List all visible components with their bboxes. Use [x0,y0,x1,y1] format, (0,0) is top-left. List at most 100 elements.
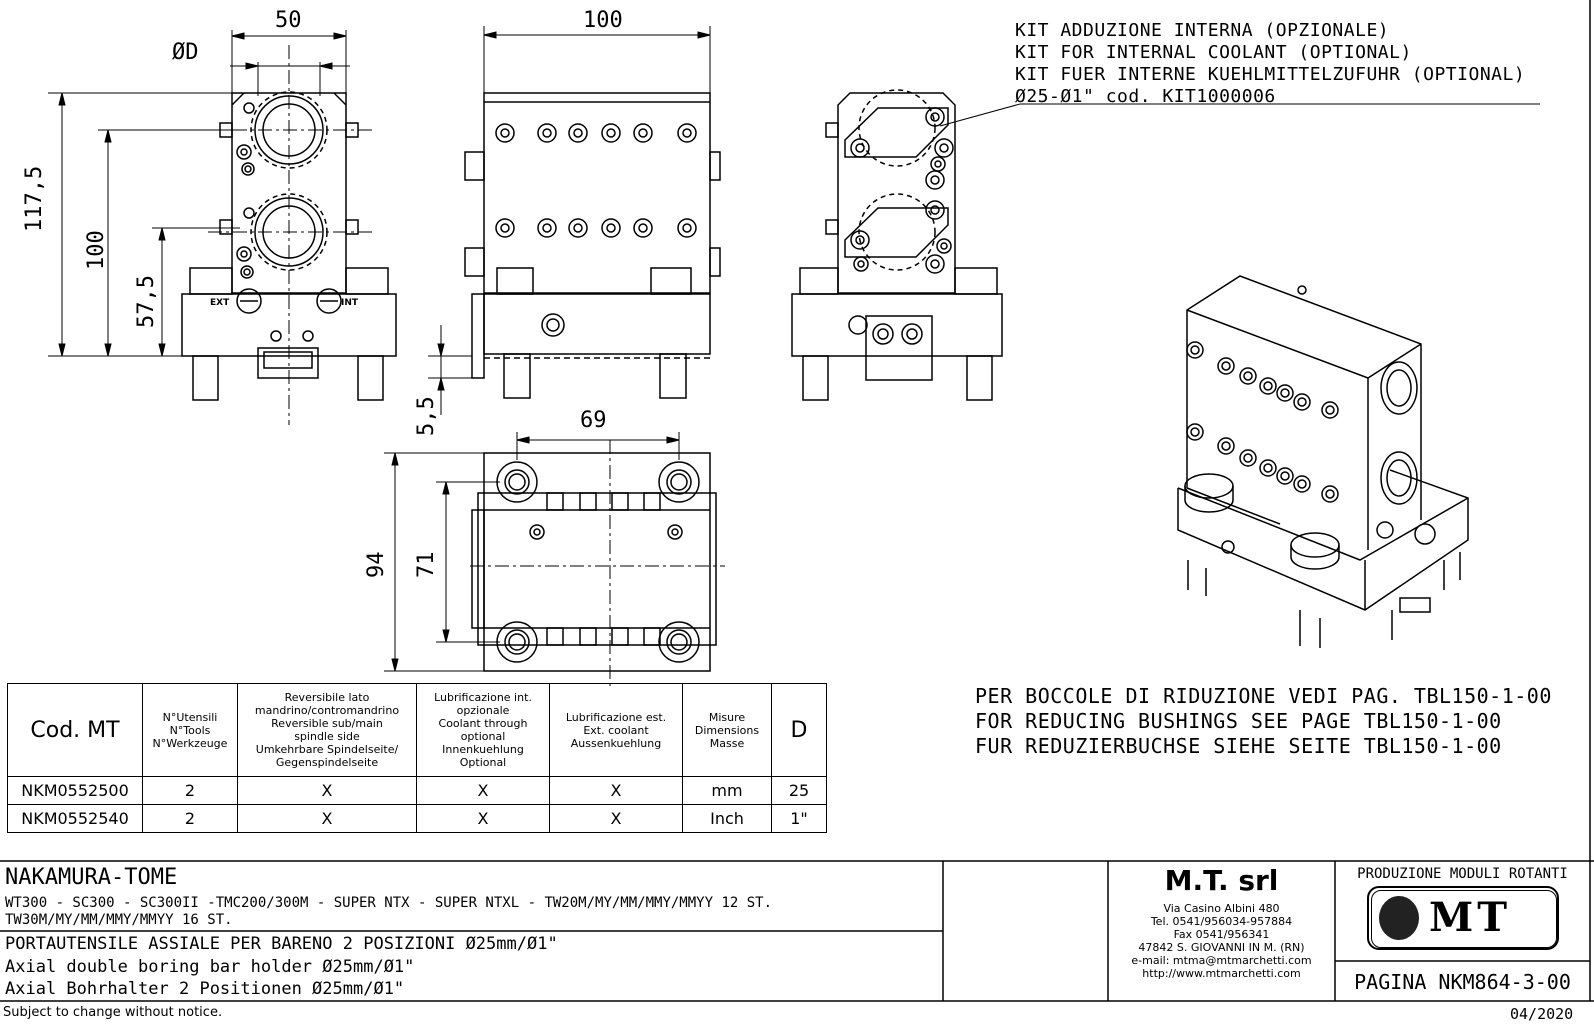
models-line-2: TW30M/MY/MM/MMY/MMYY 16 ST. [5,912,233,928]
dim-94: 94 [364,551,389,579]
hole [495,218,515,238]
hole [677,218,697,238]
side-view [464,92,721,399]
top-dimensions [384,432,680,672]
side-dimensions [428,26,711,415]
hole [542,128,552,138]
dim-100: 100 [84,230,109,270]
hole [1217,437,1235,455]
hole [606,223,616,233]
hole [500,128,510,138]
hole [568,123,588,143]
hole [633,218,653,238]
company-address: Via Casino Albini 480 Tel. 0541/956034-9… [1131,902,1312,980]
company-logo: MT [1367,886,1559,950]
isometric-view [1177,275,1469,648]
hole [1321,485,1339,503]
hole [1239,449,1257,467]
header-coolant-int: Lubrificazione int. opzionale Coolant th… [416,683,550,777]
bushing-line-en: FOR REDUCING BUSHINGS SEE PAGE TBL150-1-… [975,709,1502,733]
front-view [181,45,397,425]
dim-69: 69 [580,408,607,433]
isometric-holes [1186,341,1339,503]
hole [1186,341,1204,359]
header-tools: N°Utensili N°Tools N°Werkzeuge [142,683,238,777]
logo-text: MT [1429,894,1512,941]
hole [638,128,648,138]
hole [495,123,515,143]
description-de: Axial Bohrhalter 2 Positionen Ø25mm/Ø1" [5,979,405,999]
hole [1259,459,1277,477]
hole [1243,453,1253,463]
hole [1325,489,1335,499]
top-view [470,440,725,690]
bushing-note: PER BOCCOLE DI RIDUZIONE VEDI PAG. TBL15… [975,684,1552,759]
bushing-line-de: FUR REDUZIERBUCHSE SIEHE SEITE TBL150-1-… [975,734,1502,758]
change-notice: Subject to change without notice. [3,1005,223,1020]
hole [1186,423,1204,441]
spec-table: Cod. MT N°Utensili N°Tools N°Werkzeuge R… [7,683,827,833]
page-code: PAGINA NKM864-3-00 [1354,970,1571,994]
hole [682,223,692,233]
rear-view [791,89,1540,401]
hole [601,218,621,238]
hole [573,128,583,138]
header-d: D [771,683,827,777]
dim-100-top: 100 [583,8,623,33]
header-coolant-ext: Lubrificazione est. Ext. coolant Aussenk… [549,683,683,777]
hole [573,223,583,233]
hole [1276,384,1294,402]
hole [1293,475,1311,493]
hole [1280,471,1290,481]
kit-line-code: Ø25-Ø1" cod. KIT1000006 [1015,86,1276,107]
dim-50: 50 [275,8,302,33]
title-block-frame [0,0,1594,1002]
hole [1321,401,1339,419]
table-row: NKM0552500 2 X X X mm 25 [7,776,827,805]
hole [1293,393,1311,411]
description-it: PORTAUTENSILE ASSIALE PER BARENO 2 POSIZ… [5,934,558,954]
kit-note: KIT ADDUZIONE INTERNA (OPZIONALE) KIT FO… [1015,20,1525,108]
hole [1263,381,1273,391]
hole [537,123,557,143]
front-dimensions [48,30,350,357]
hole [638,223,648,233]
hole [1263,463,1273,473]
hole [601,123,621,143]
dim-117-5: 117,5 [22,165,47,232]
kit-line-en: KIT FOR INTERNAL COOLANT (OPTIONAL) [1015,42,1412,63]
dim-diameter-d: ØD [172,40,199,65]
hole [1276,467,1294,485]
hole [1221,361,1231,371]
hole [1190,427,1200,437]
dim-57-5: 57,5 [134,275,159,328]
label-ext: EXT [210,298,230,308]
models-line-1: WT300 - SC300 - SC300II -TMC200/300M - S… [5,895,773,911]
kit-line-de: KIT FUER INTERNE KUEHLMITTELZUFUHR (OPTI… [1015,64,1526,85]
description-en: Axial double boring bar holder Ø25mm/Ø1" [5,957,415,977]
machine-name: NAKAMURA-TOME [5,865,178,890]
hole [1297,479,1307,489]
hole [1259,377,1277,395]
header-reversible: Reversibile lato mandrino/contromandrino… [237,683,417,777]
hole [568,218,588,238]
hole [537,218,557,238]
hole [606,128,616,138]
hole [1243,371,1253,381]
hole [1325,405,1335,415]
label-int: INT [341,298,359,308]
hole [1280,388,1290,398]
table-header-row: Cod. MT N°Utensili N°Tools N°Werkzeuge R… [7,683,827,777]
header-dimensions: Misure Dimensions Masse [682,683,772,777]
kit-line-it: KIT ADDUZIONE INTERNA (OPZIONALE) [1015,20,1390,41]
side-view-holes [495,123,697,238]
hole [1190,345,1200,355]
rotary-head-icon [1379,896,1419,940]
dim-71: 71 [414,551,439,579]
dim-5-5: 5,5 [414,396,439,436]
hole [677,123,697,143]
hole [1239,367,1257,385]
bushing-line-it: PER BOCCOLE DI RIDUZIONE VEDI PAG. TBL15… [975,684,1552,708]
production-label: PRODUZIONE MODULI ROTANTI [1357,866,1568,882]
